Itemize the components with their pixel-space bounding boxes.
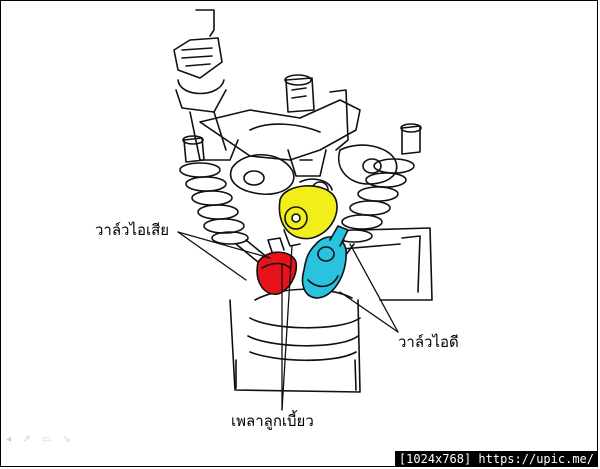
exhaust-valve-label: วาล์วไอเสีย	[95, 221, 170, 239]
cylinder-block	[229, 227, 433, 393]
leader-lines	[177, 231, 399, 411]
watermark-badge: [1024x768] https://upic.me/	[394, 451, 598, 467]
intake-valve-spring	[331, 123, 422, 261]
camshaft-label: เพลาลูกเบี้ยว	[231, 412, 314, 430]
exhaust-valve-highlight	[256, 237, 298, 295]
camshaft-highlight	[278, 178, 338, 247]
rocker-arm-assembly	[199, 74, 398, 199]
image-viewer-toolbar[interactable]: ◂ ↗ ▭ ↘	[6, 434, 75, 445]
intake-valve-label: วาล์วไอดี	[398, 333, 459, 351]
pushrod-tube	[173, 9, 239, 161]
exhaust-valve-spring	[179, 135, 269, 263]
intake-valve-highlight	[301, 225, 349, 299]
